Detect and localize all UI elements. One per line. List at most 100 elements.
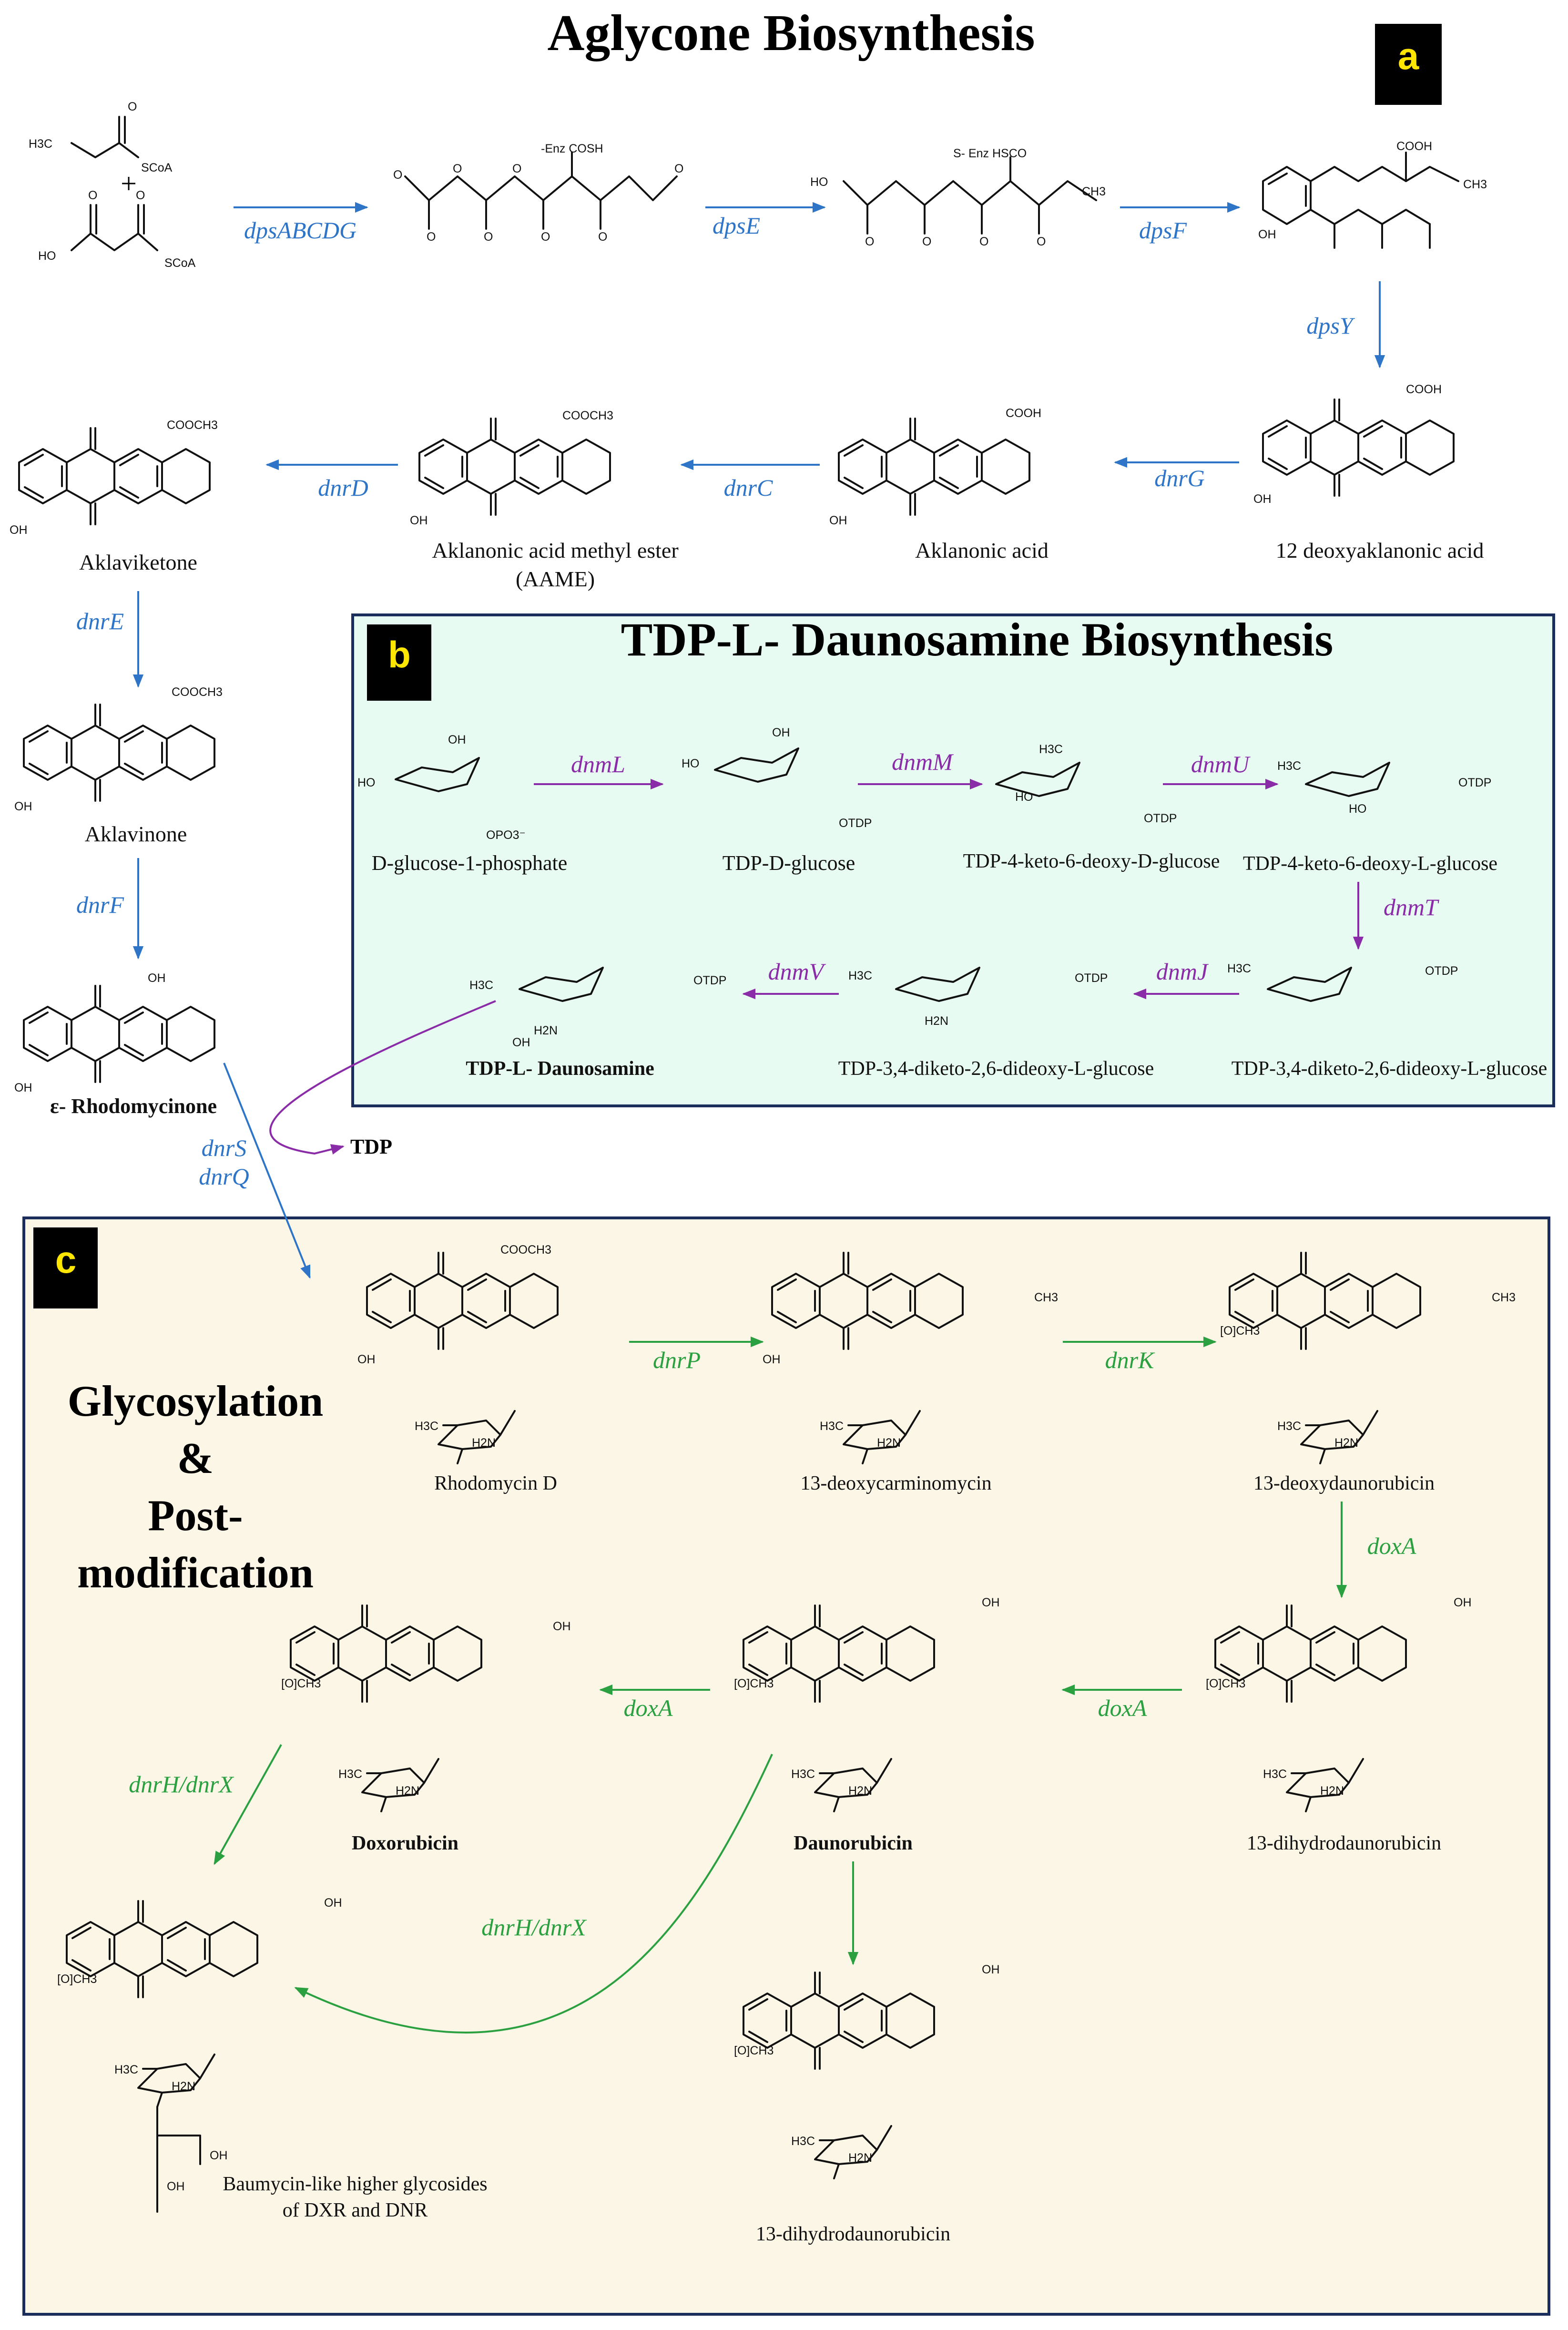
panel-b-title: TDP-L- Daunosamine Biosynthesis: [621, 613, 1334, 666]
svg-text:H3C: H3C: [1277, 1420, 1301, 1433]
svg-text:OH: OH: [553, 1620, 571, 1633]
arrow-dnrS-dnrQ: [223, 1063, 311, 1279]
svg-text:OH: OH: [14, 1081, 32, 1094]
compound-daunosamine: TDP-L- Daunosamine: [466, 1058, 654, 1080]
svg-text:H3C: H3C: [415, 1420, 438, 1433]
compound-dihydrodaunorubicin-2: 13-dihydrodaunorubicin: [756, 2223, 950, 2245]
dihydrodaunorubicin-1-structure: [O]CH3 OH H3C H2N: [1206, 1596, 1472, 1812]
starter-propionyl-coa: H3C O SCoA: [29, 100, 173, 174]
enzyme-dnrQ: dnrQ: [199, 1163, 249, 1190]
svg-text:H2N: H2N: [1320, 1784, 1344, 1798]
aklavinone-structure: OH COOCH3: [14, 685, 223, 813]
svg-text:OH: OH: [1454, 1596, 1472, 1609]
compound-diketo-2: TDP-3,4-diketo-2,6-dideoxy-L-glucose: [838, 1058, 1154, 1080]
enzyme-dnmT: dnmT: [1384, 894, 1439, 920]
compound-aame-line2: (AAME): [516, 567, 595, 591]
g1p-structure: HO OH OPO3⁻: [357, 733, 526, 842]
svg-text:OH: OH: [1253, 492, 1272, 506]
svg-text:OPO3⁻: OPO3⁻: [486, 828, 526, 842]
svg-text:H3C: H3C: [791, 1768, 815, 1781]
deoxydaunorubicin-structure: [O]CH3 CH3 H3C H2N: [1220, 1252, 1516, 1464]
tdp-d-glucose-structure: HO OH OTDP: [682, 726, 872, 830]
enzyme-dnrH-dnrX-1: dnrH/dnrX: [129, 1771, 234, 1798]
svg-text:OTDP: OTDP: [1425, 964, 1458, 978]
enzyme-dnrH-dnrX-2: dnrH/dnrX: [481, 1914, 587, 1941]
svg-text:OTDP: OTDP: [1075, 971, 1108, 985]
svg-text:OH: OH: [10, 523, 28, 537]
svg-text:O: O: [484, 230, 493, 244]
rhodomycin-d-structure: OH COOCH3 H3C H2N: [357, 1243, 559, 1464]
svg-text:O: O: [598, 230, 607, 244]
svg-text:[O]CH3: [O]CH3: [281, 1677, 321, 1690]
panel-b-badge: [367, 624, 431, 701]
svg-text:H3C: H3C: [469, 979, 493, 992]
svg-text:H3C: H3C: [820, 1420, 844, 1433]
enzyme-dnrP: dnrP: [653, 1347, 701, 1373]
enzyme-dnrE: dnrE: [76, 608, 124, 634]
svg-text:H2N: H2N: [396, 1784, 419, 1798]
svg-text:OH: OH: [982, 1596, 1000, 1609]
svg-text:H3C: H3C: [1277, 759, 1301, 773]
svg-text:O: O: [453, 162, 462, 175]
enzyme-dnrK: dnrK: [1105, 1347, 1155, 1373]
svg-text:CH3: CH3: [1034, 1291, 1058, 1304]
svg-text:H2N: H2N: [877, 1436, 901, 1450]
daunosamine-structure: H3C H2N OH OTDP: [469, 967, 726, 1049]
compound-keto-d: TDP-4-keto-6-deoxy-D-glucose: [963, 850, 1220, 872]
svg-text:HO: HO: [1015, 790, 1033, 804]
compound-deoxycarminomycin: 13-deoxycarminomycin: [800, 1472, 991, 1494]
enzyme-dpsE: dpsE: [713, 212, 760, 239]
enzyme-dnrF: dnrF: [76, 891, 124, 918]
svg-text:OH: OH: [829, 514, 847, 527]
compound-aklanonic-acid: Aklanonic acid: [915, 538, 1049, 562]
panel-a-badge: [1375, 24, 1442, 105]
svg-text:-Enz COSH: -Enz COSH: [541, 142, 603, 155]
panel-c-box: [22, 1216, 1550, 2316]
dihydrodaunorubicin-2-structure: [O]CH3 OH H3C H2N: [734, 1963, 1000, 2179]
svg-text:O: O: [922, 235, 931, 248]
panel-b-badge-label: b: [388, 634, 411, 675]
panel-c-badge: [33, 1227, 98, 1308]
svg-text:H2N: H2N: [172, 2080, 195, 2093]
panel-b-box: [351, 613, 1555, 1107]
enzyme-dnmV: dnmV: [768, 958, 826, 985]
svg-text:O: O: [541, 230, 550, 244]
enzyme-dnmM: dnmM: [892, 748, 954, 775]
svg-text:O: O: [88, 189, 97, 202]
deoxyaklanonic-acid-structure: OH COOH: [1253, 383, 1455, 506]
plus-sign: +: [121, 168, 137, 199]
enzyme-dnrG: dnrG: [1154, 465, 1205, 491]
keto-d-structure: H3C HO OTDP: [995, 743, 1177, 825]
compound-aklavinone: Aklavinone: [85, 822, 187, 846]
svg-text:OH: OH: [763, 1353, 781, 1366]
svg-text:CH3: CH3: [1082, 185, 1106, 198]
svg-text:OH: OH: [982, 1963, 1000, 1976]
svg-text:OH: OH: [772, 726, 790, 739]
svg-text:H2N: H2N: [472, 1436, 496, 1450]
svg-text:SCoA: SCoA: [141, 161, 173, 174]
svg-text:OH: OH: [210, 2149, 228, 2162]
svg-text:OTDP: OTDP: [1144, 812, 1177, 825]
svg-text:[O]CH3: [O]CH3: [1206, 1677, 1245, 1690]
compound-doxorubicin: Doxorubicin: [352, 1832, 458, 1854]
svg-text:H3C: H3C: [791, 2135, 815, 2148]
baumycin-structure: [O]CH3 OH H3C H2N OH OH: [57, 1896, 342, 2213]
svg-text:HO: HO: [38, 249, 56, 263]
svg-text:H3C: H3C: [1039, 743, 1063, 756]
panel-c-title-line3: Post-: [148, 1491, 243, 1540]
svg-text:CH3: CH3: [1463, 178, 1487, 191]
svg-text:OTDP: OTDP: [1458, 776, 1491, 789]
compound-deoxydaunorubicin: 13-deoxydaunorubicin: [1253, 1472, 1435, 1494]
svg-text:HO: HO: [357, 776, 376, 789]
svg-text:COOCH3: COOCH3: [500, 1243, 551, 1257]
compound-diketo-1: TDP-3,4-diketo-2,6-dideoxy-L-glucose: [1232, 1058, 1548, 1080]
enzyme-dnrC: dnrC: [724, 474, 773, 501]
svg-text:COOCH3: COOCH3: [167, 419, 218, 432]
svg-text:H2N: H2N: [848, 2151, 872, 2165]
enzyme-doxA-3: doxA: [624, 1695, 673, 1721]
svg-text:H2N: H2N: [848, 1784, 872, 1798]
diketo-1-structure: H3C OTDP: [1227, 962, 1458, 1002]
enzyme-dpsF: dpsF: [1139, 217, 1187, 244]
panel-c-badge-label: c: [55, 1238, 77, 1281]
